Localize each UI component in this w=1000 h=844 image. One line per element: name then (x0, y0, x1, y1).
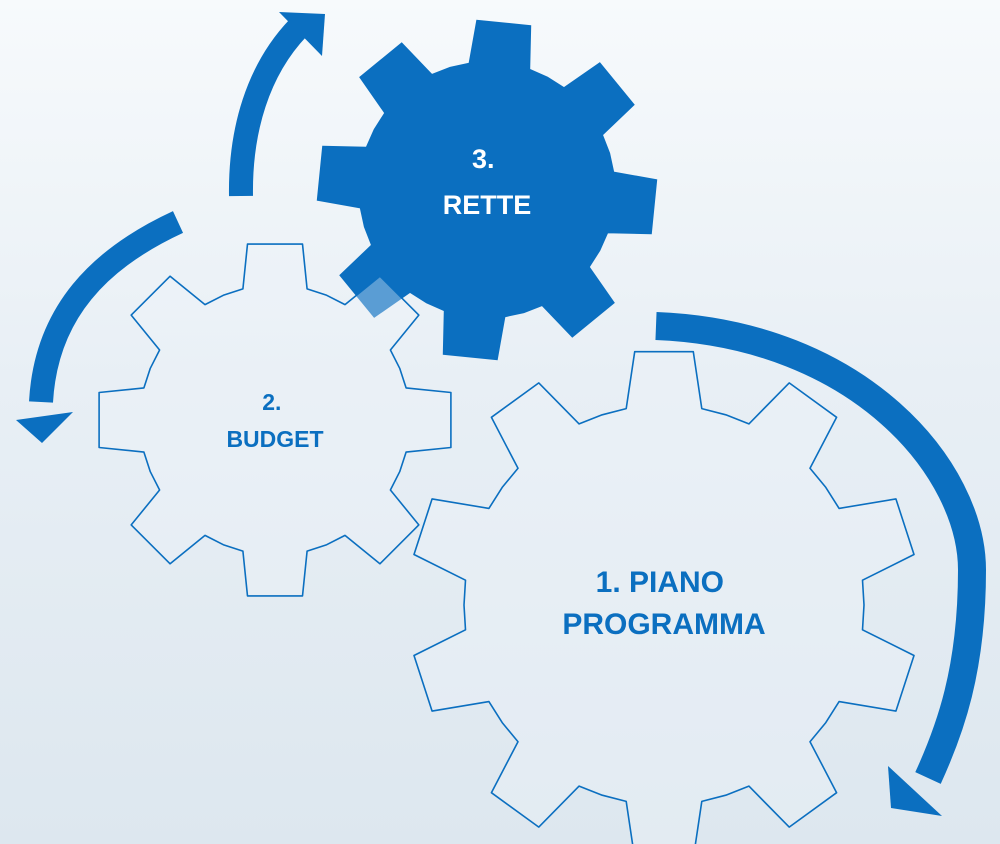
arrowhead-up-icon (279, 12, 325, 56)
arrowhead-curve-icon (888, 766, 942, 816)
gear-budget-title: BUDGET (226, 426, 323, 452)
gear-piano-line2: PROGRAMMA (562, 608, 765, 641)
arrowhead-down-icon (16, 412, 73, 443)
gear-budget-number: 2. (262, 389, 281, 415)
gear-rette (316, 19, 658, 361)
gear-rette-label: 3. RETTE (443, 144, 532, 220)
gear-rette-title: RETTE (443, 190, 532, 220)
gear-piano-label: 1. PIANO PROGRAMMA (562, 566, 765, 641)
gear-budget-label: 2. BUDGET (226, 389, 323, 452)
gear-piano (413, 350, 915, 844)
arrow-budget-to-rette (228, 19, 307, 197)
gear-piano-line1: 1. PIANO (596, 566, 724, 599)
gear-rette-number: 3. (472, 144, 495, 174)
arrow-rette-to-piano (655, 312, 987, 784)
arrow-to-budget (29, 211, 184, 403)
gear-budget (98, 243, 452, 597)
